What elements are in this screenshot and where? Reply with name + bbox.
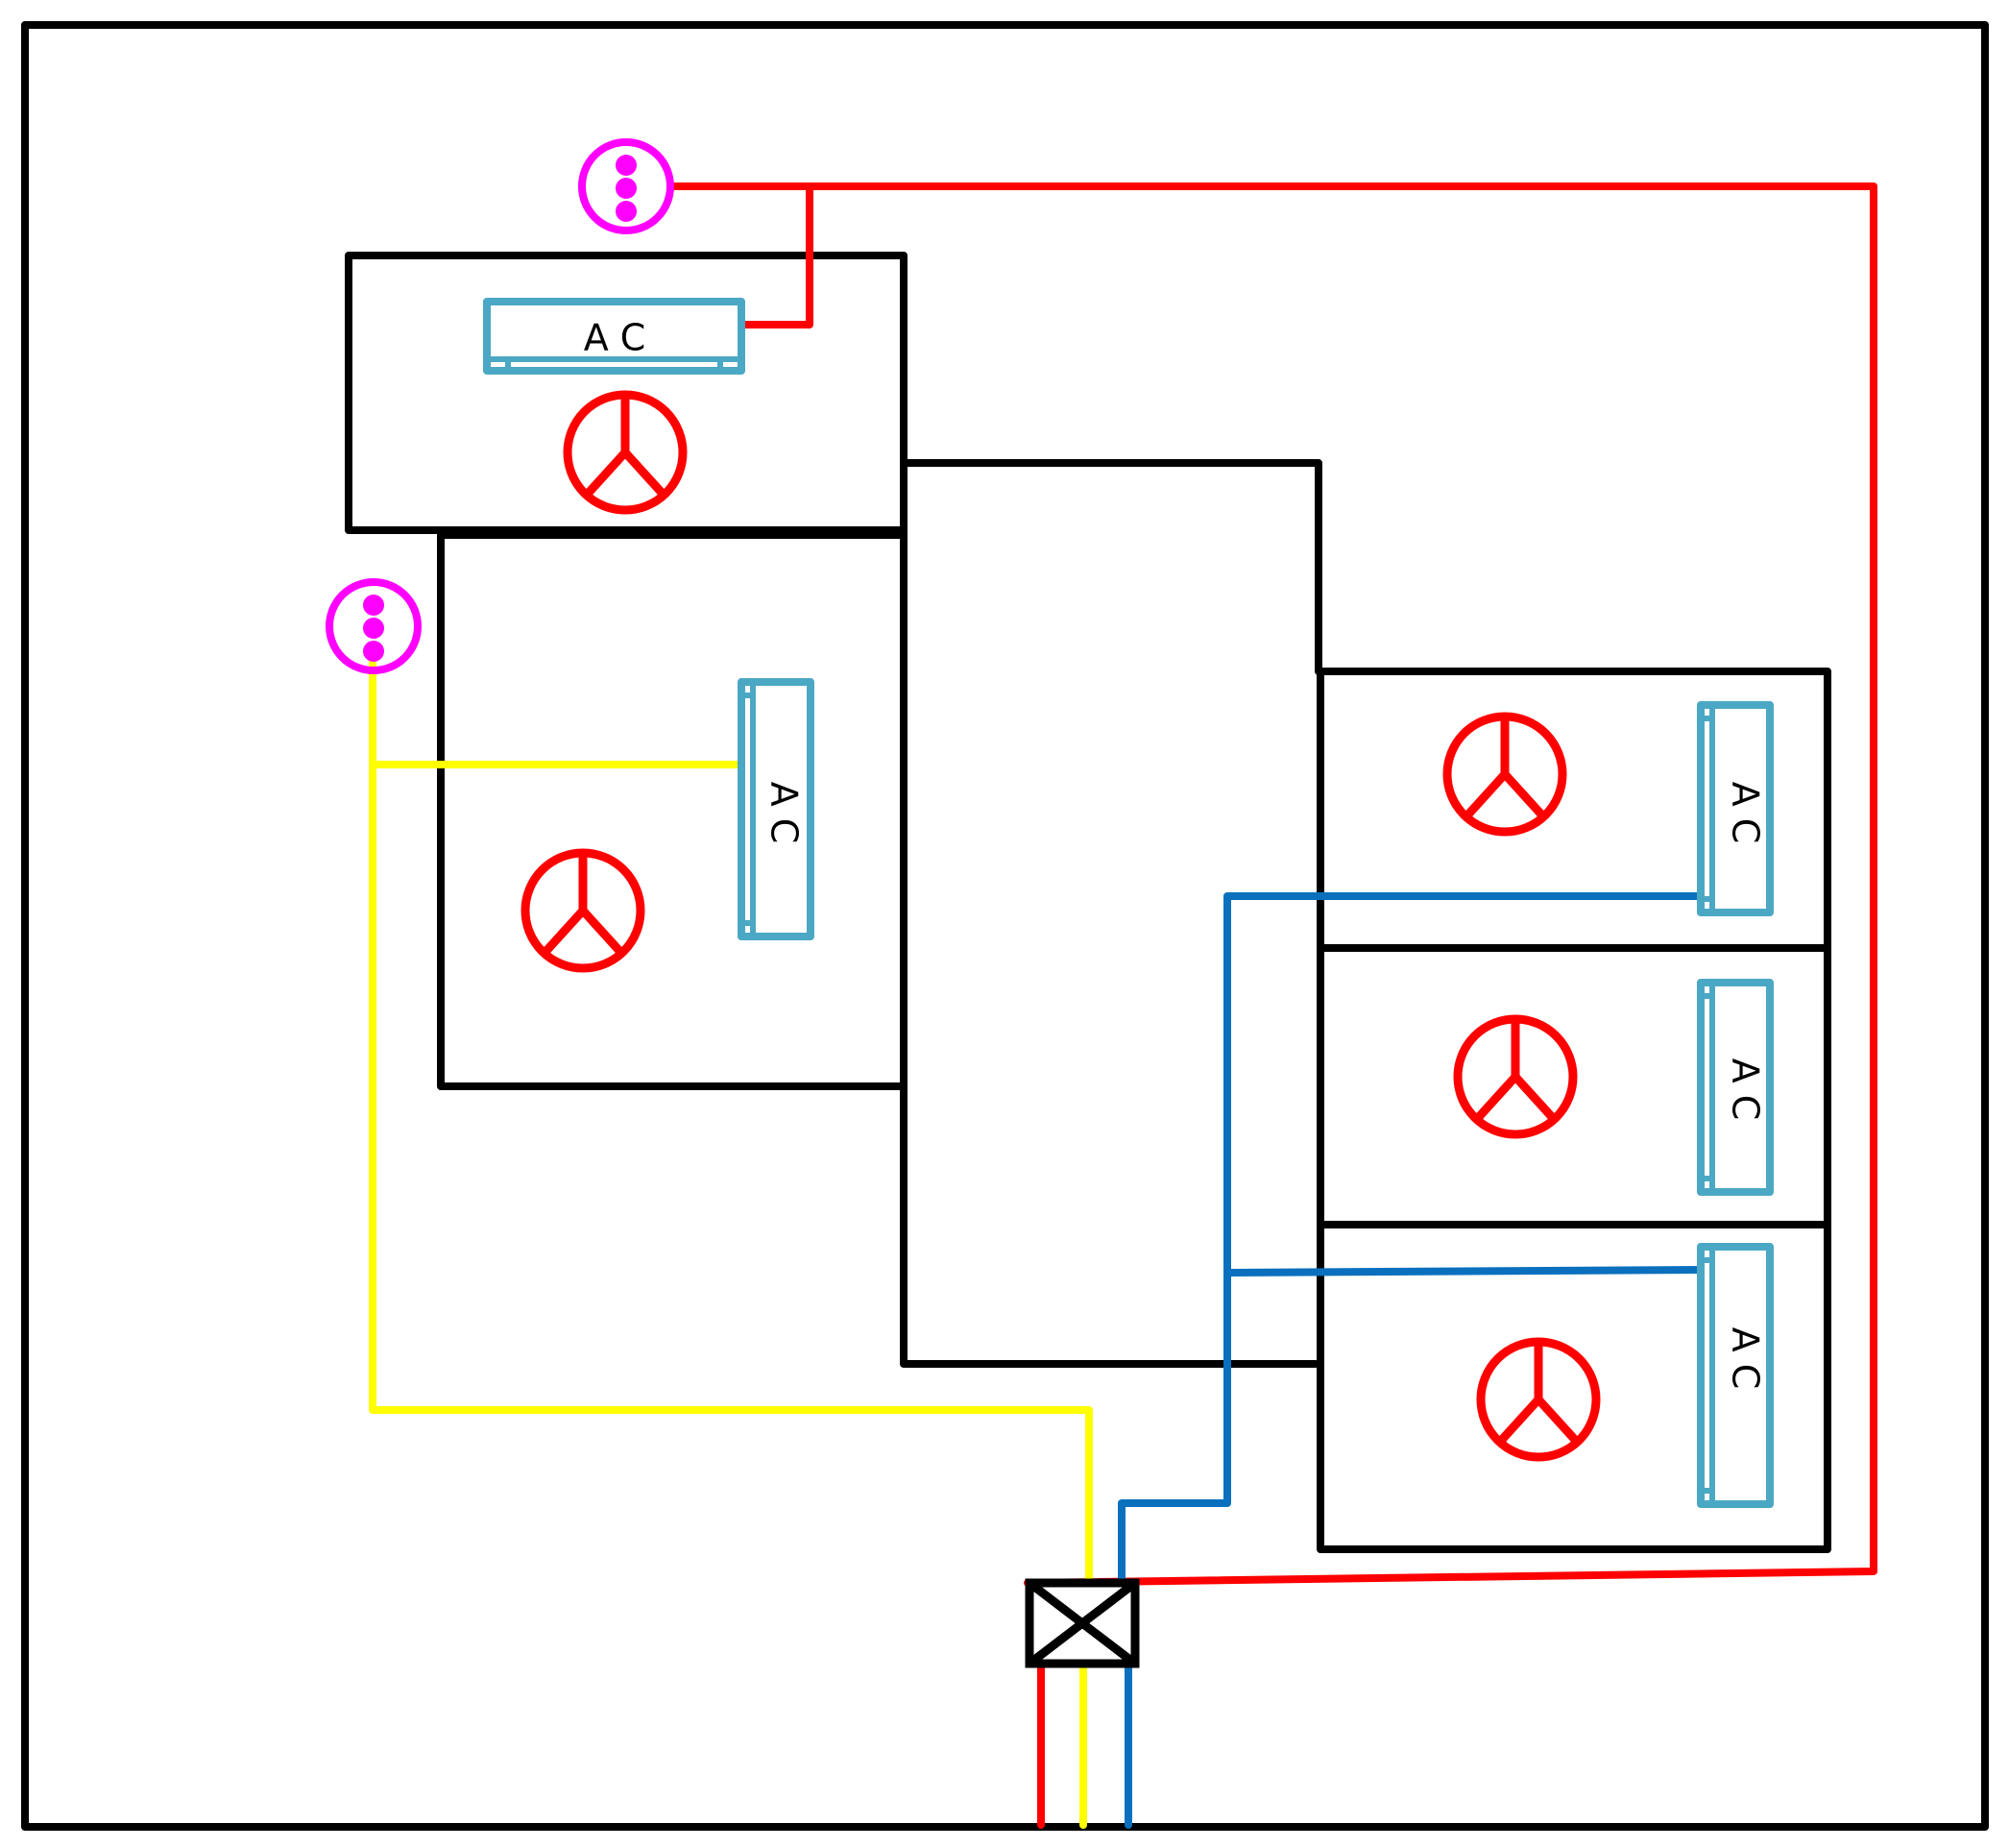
ac-unit-label: A C (1725, 1327, 1767, 1390)
ac-unit-icon: A C (1697, 979, 1774, 1196)
ac-unit-icon: A C (1697, 1243, 1774, 1508)
room-walls (345, 252, 1831, 1553)
ac-unit-label: A C (1725, 1058, 1767, 1121)
ceiling-fan-icon (563, 390, 688, 515)
yellow-wire-main (369, 659, 1093, 1587)
ceiling-fan-icon (1442, 712, 1567, 837)
ac-unit-icon: A C (483, 298, 745, 375)
ac-unit-label: A C (584, 317, 646, 359)
socket-outlet-icon (326, 578, 422, 674)
wall-center-hall-top (902, 459, 1322, 675)
red-wire-ac-branch (738, 182, 813, 328)
ceiling-fan-icon (1453, 1014, 1578, 1139)
ceiling-fan-icon (520, 848, 645, 973)
ac-unit-icon: A C (738, 678, 814, 940)
socket-outlet-icon (578, 138, 674, 234)
blue-wire-ac-branch (1227, 1266, 1707, 1277)
ac-unit-label: A C (1725, 782, 1767, 844)
room-left-middle (437, 531, 905, 1090)
wiring (369, 182, 1877, 1829)
room-right-stack (1317, 668, 1831, 1553)
junction-box-icon (1025, 1578, 1140, 1668)
ceiling-fan-icon (1476, 1337, 1601, 1462)
room-center-hall (900, 526, 1319, 1368)
blue-wire-main (1118, 892, 1707, 1587)
room-top-left (345, 252, 908, 534)
red-wire-main (666, 182, 1877, 1587)
ac-unit-icon: A C (1697, 701, 1774, 916)
ac-unit-label: A C (763, 782, 806, 844)
outer-boundary (21, 21, 1989, 1831)
